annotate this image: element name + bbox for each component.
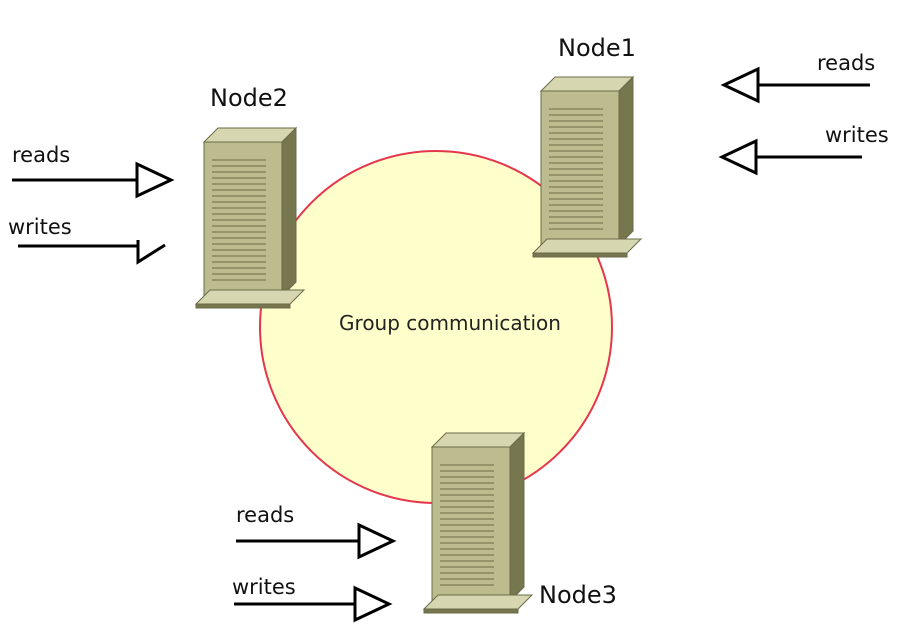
server-icon	[195, 127, 305, 309]
node2-writes-label: writes	[8, 215, 72, 239]
node3-reads-arrow: reads	[236, 503, 397, 560]
node2: Node2	[195, 84, 305, 309]
node1-label: Node1	[558, 34, 636, 62]
node3-reads-label: reads	[236, 503, 294, 527]
node3-label: Node3	[539, 581, 617, 609]
node2-writes-arrow: writes	[8, 215, 166, 265]
node1-reads-arrow: reads	[720, 51, 875, 104]
server-icon	[423, 432, 533, 614]
server-icon	[532, 76, 642, 258]
node2-reads-label: reads	[12, 143, 70, 167]
node1-writes-label: writes	[825, 123, 889, 147]
node1-reads-label: reads	[817, 51, 875, 75]
node2-label: Node2	[210, 84, 288, 112]
node1-writes-arrow: writes	[718, 123, 889, 176]
node1: Node1	[532, 34, 642, 258]
group-communication-label: Group communication	[339, 311, 561, 335]
node3: Node3	[423, 432, 617, 614]
node3-writes-label: writes	[232, 575, 296, 599]
node2-reads-arrow: reads	[12, 143, 175, 199]
node3-writes-arrow: writes	[232, 575, 393, 623]
